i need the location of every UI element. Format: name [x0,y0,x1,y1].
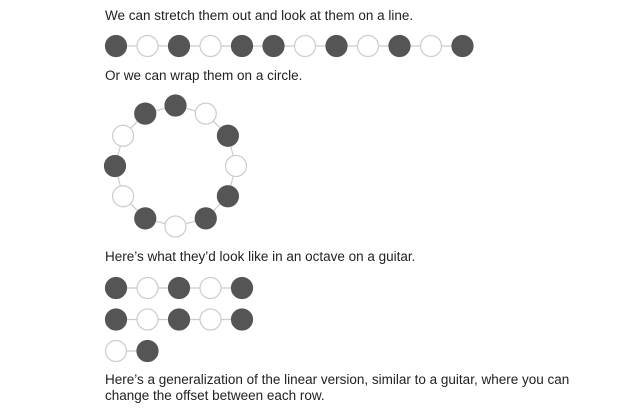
empty-note-dot [194,102,217,125]
empty-note-dot [293,34,317,58]
empty-note-dot [112,124,135,147]
filled-note-dot [216,185,239,208]
filled-note-dot [167,34,191,58]
filled-note-dot [167,276,191,300]
filled-note-dot [104,308,128,331]
line-intro-text: We can stretch them out and look at them… [105,8,414,23]
empty-note-dot [112,185,135,208]
generalization-intro-text: Here’s a generalization of the linear ve… [105,372,570,403]
empty-note-dot [356,34,380,58]
circle-intro-text: Or we can wrap them on a circle. [105,68,303,83]
filled-note-dot [104,34,128,58]
empty-note-dot [136,34,159,58]
filled-note-dot [103,154,127,178]
empty-note-dot [419,34,443,58]
empty-note-dot [199,276,222,300]
empty-note-dot [104,339,128,363]
filled-note-dot [262,34,285,58]
guitar-intro-text: Here’s what they’d look like in an octav… [105,249,416,264]
filled-note-dot [134,207,157,230]
filled-note-dot [194,207,217,230]
empty-note-dot [164,215,187,238]
filled-note-dot [451,34,474,58]
empty-note-dot [199,34,222,58]
filled-note-dot [230,308,254,331]
filled-note-dot [230,34,254,58]
filled-note-dot [164,94,187,117]
empty-note-dot [199,308,222,331]
empty-note-dot [224,154,248,178]
filled-note-dot [136,339,159,363]
filled-note-dot [230,276,254,300]
filled-note-dot [216,124,239,147]
filled-note-dot [388,34,411,58]
filled-note-dot [167,308,191,331]
filled-note-dot [104,276,128,300]
filled-note-dot [134,102,157,125]
filled-note-dot [325,34,348,58]
empty-note-dot [136,308,159,331]
empty-note-dot [136,276,159,300]
